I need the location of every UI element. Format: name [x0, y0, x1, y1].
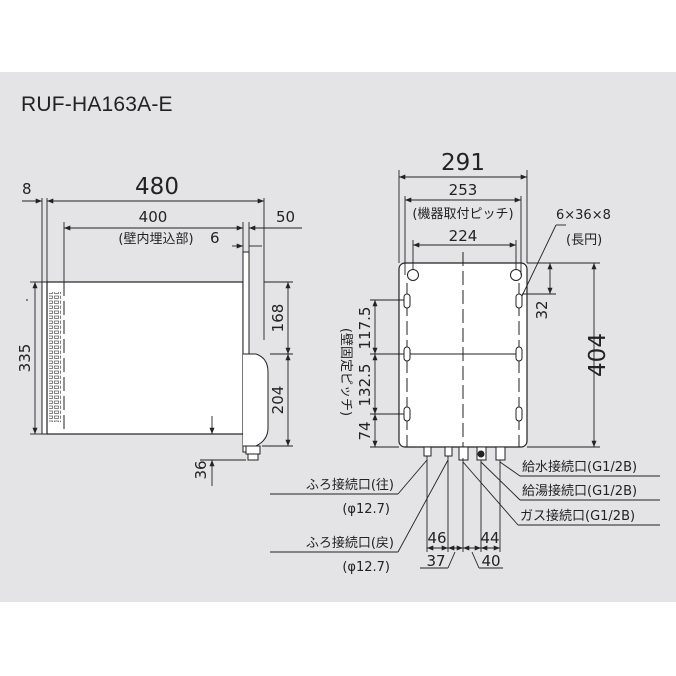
hot-water-label: 給湯接続口(G1/2B): [522, 483, 637, 499]
gas-inlet-label: ガス接続口(G1/2B): [520, 508, 635, 524]
dim-74: 74: [356, 421, 374, 440]
slot-size: 6×36×8: [556, 208, 611, 223]
bath-return-label: ふろ接続口(戻): [306, 535, 394, 551]
dim-132-5: 132.5: [356, 364, 374, 407]
dim-37: 37: [426, 552, 445, 570]
dim-168: 168: [269, 304, 287, 333]
dim-253: 253: [449, 181, 478, 199]
wall-pitch-note: (壁固定ピッチ): [338, 328, 353, 416]
dim-404: 404: [585, 333, 611, 377]
dim-117-5: 117.5: [356, 307, 374, 350]
dim-6: 6: [210, 229, 220, 247]
front-view: [398, 252, 528, 461]
bath-return-size: (φ12.7): [342, 560, 390, 575]
connection-labels: ふろ接続口(往) (φ12.7) ふろ接続口(戻) (φ12.7) 給水接続口(…: [306, 459, 637, 575]
water-inlet-label: 給水接続口(G1/2B): [522, 459, 637, 475]
dim-46: 46: [427, 529, 446, 547]
dim-44: 44: [480, 529, 499, 547]
side-dimension-text: 480 8 400 (壁内埋込部) 6 50 335 168 204 36: [16, 174, 295, 480]
slot-note: (長円): [566, 233, 602, 248]
dim-32: 32: [533, 300, 551, 319]
dim-224: 224: [449, 227, 478, 245]
mount-pitch-note: (機器取付ピッチ): [412, 207, 513, 222]
dim-36: 36: [192, 460, 210, 479]
dim-400: 400: [139, 208, 168, 226]
dim-335: 335: [16, 344, 34, 373]
dim-204: 204: [269, 386, 287, 415]
wall-embed-note: (壁内埋込部): [118, 231, 193, 247]
dim-50: 50: [276, 208, 295, 226]
model-name: RUF-HA163A-E: [21, 93, 173, 116]
side-dimensions: [22, 198, 302, 486]
bath-out-label: ふろ接続口(往): [306, 477, 394, 493]
dim-480: 480: [135, 174, 179, 200]
bath-out-size: (φ12.7): [342, 502, 390, 517]
front-dimensions: [270, 170, 660, 569]
front-dimension-text: 291 253 (機器取付ピッチ) 224 6×36×8 (長円) 32 404…: [338, 150, 611, 570]
side-view: [26, 251, 269, 461]
dim-291: 291: [441, 150, 485, 176]
dim-8: 8: [22, 180, 32, 198]
dim-40: 40: [481, 552, 500, 570]
